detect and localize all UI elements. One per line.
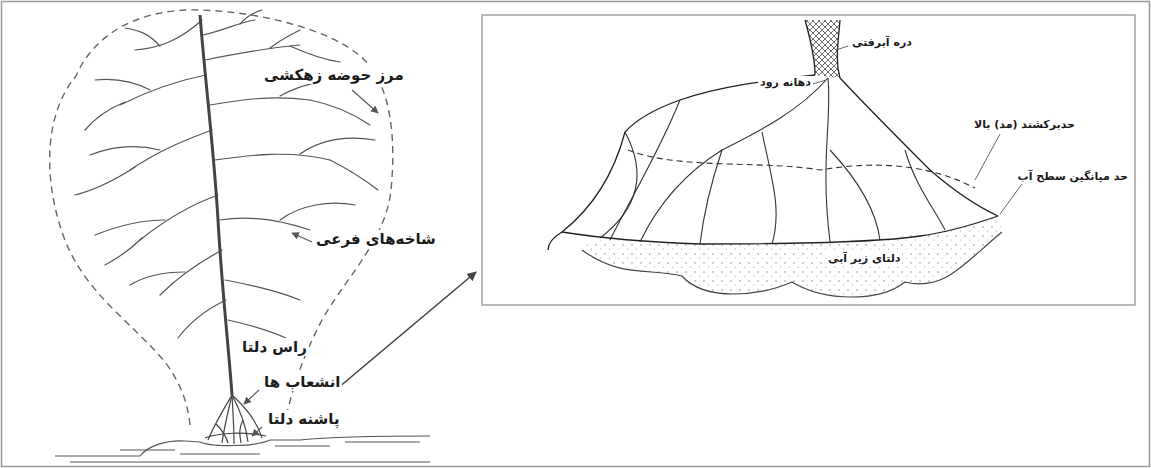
leader-lines [244,90,378,436]
submarine-delta-label: دلتای زیر آبی [826,252,902,265]
distributary-label: انشعاب ها [262,373,342,391]
delta-channels [600,78,945,244]
alluvial-valley [805,20,840,78]
tributary-label: شاخه‌های فرعی [314,230,438,248]
tributaries [75,10,378,340]
mean-water-label: حد میانگین سطح آب [1016,170,1130,183]
valley-label: دره آبرفتی [850,36,914,49]
detail-panel [482,15,1135,305]
high-tide-label: حدبرکشند (مد) بالا [972,118,1077,131]
zoom-arrow [338,272,476,388]
high-tide-line [628,150,975,188]
main-river [200,15,232,395]
delta-toe-label: پاشنه دلتا [266,410,342,428]
delta-apex-label: راس دلتا [240,338,309,356]
coastline [55,436,430,462]
distributaries [205,395,266,444]
submarine-delta-fill [582,216,1002,297]
basin-boundary-label: مرز حوضه زهکشی [262,66,406,84]
river-mouth-label: دهانه رود [758,76,813,89]
delta-outline [548,20,998,250]
